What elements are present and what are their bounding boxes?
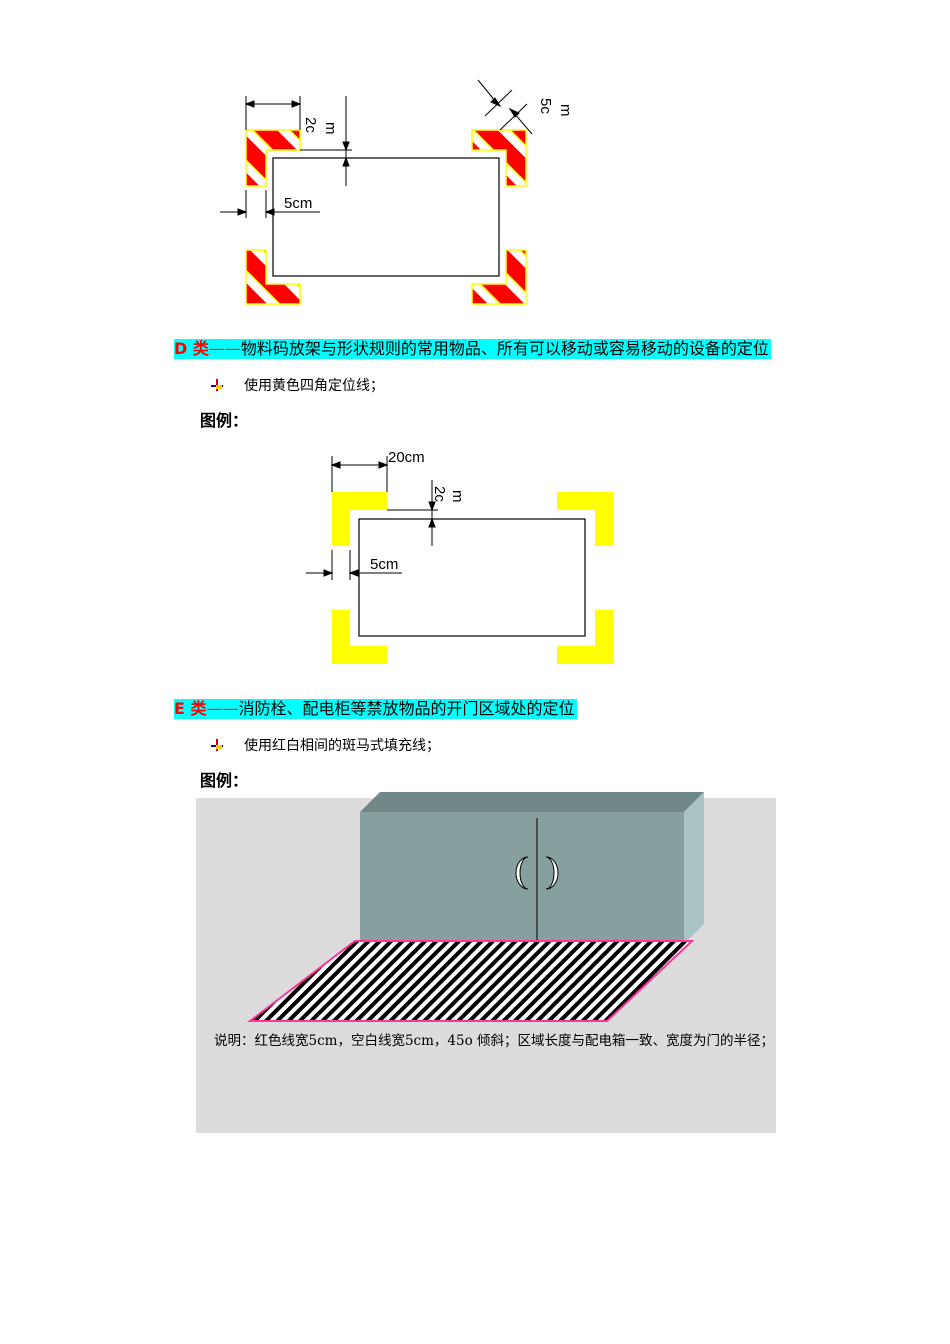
dimension-2cm-gap-d [387, 480, 438, 546]
door-handle-right [545, 856, 559, 890]
yellow-corner-bottom-right [557, 610, 613, 664]
dimension-top-width [244, 96, 302, 130]
cabinet-side [684, 792, 704, 944]
dimension-20cm-label: 20cm [388, 449, 425, 466]
dimension-5cm-width [220, 190, 320, 218]
corner-marker-bottom-right [471, 249, 527, 305]
dimension-20cm [330, 456, 389, 492]
figure-e-note: 说明：红色线宽5cm，空白线宽5cm，45o 倾斜；区域长度与配电箱一致、宽度为… [214, 1033, 774, 1049]
section-d-bullet-item: 使用黄色四角定位线； [210, 375, 384, 395]
zebra-hatched-zone [247, 940, 695, 1022]
section-e-legend-label: 图例： [200, 771, 249, 790]
dimension-2cm-gap [300, 96, 352, 186]
section-e-bullet-item: 使用红白相间的斑马式填充线； [210, 735, 440, 755]
dimension-5cm-d-label: 5cm [370, 556, 399, 573]
cabinet-top [360, 792, 704, 812]
distribution-cabinet [360, 792, 704, 944]
section-e-heading: E 类——消防栓、配电柜等禁放物品的开门区域处的定位 [174, 699, 577, 719]
yellow-corner-top-left [332, 492, 387, 546]
corner-marker-top-right [471, 129, 527, 187]
section-e-bullet-text: 使用红白相间的斑马式填充线； [244, 738, 440, 754]
yellow-corner-top-right [557, 492, 613, 546]
section-d-class-label: D 类 [174, 339, 209, 358]
corner-marker-bottom-left [245, 249, 301, 305]
door-handle-left [515, 856, 529, 890]
cabinet-zebra-figure [196, 792, 776, 1133]
cross-bullet-icon [210, 378, 224, 392]
dimension-5cm-width-d [306, 550, 402, 580]
section-d-heading: D 类——物料码放架与形状规则的常用物品、所有可以移动或容易移动的设备的定位 [174, 339, 771, 359]
section-e-class-label: E 类 [174, 699, 207, 718]
yellow-corner-marker-figure [306, 456, 613, 664]
dimension-5cm-label: 5cm [284, 195, 313, 212]
object-outline-rect [272, 157, 500, 277]
cabinet-front [360, 812, 684, 944]
section-d-bullet-text: 使用黄色四角定位线； [244, 378, 384, 394]
cross-bullet-icon [210, 738, 224, 752]
yellow-corner-bottom-left [332, 610, 387, 664]
top-corner-marker-figure [220, 79, 533, 305]
section-e-separator: —— [206, 699, 239, 718]
section-e-title: 消防栓、配电柜等禁放物品的开门区域处的定位 [238, 699, 575, 718]
dimension-5cm-diagonal [477, 79, 533, 135]
section-d-separator: —— [208, 339, 241, 358]
yellow-corner-markers [332, 492, 613, 664]
section-d-legend-label: 图例： [200, 411, 249, 430]
object-outline-rect-d [358, 518, 586, 637]
section-d-title: 物料码放架与形状规则的常用物品、所有可以移动或容易移动的设备的定位 [240, 339, 769, 358]
